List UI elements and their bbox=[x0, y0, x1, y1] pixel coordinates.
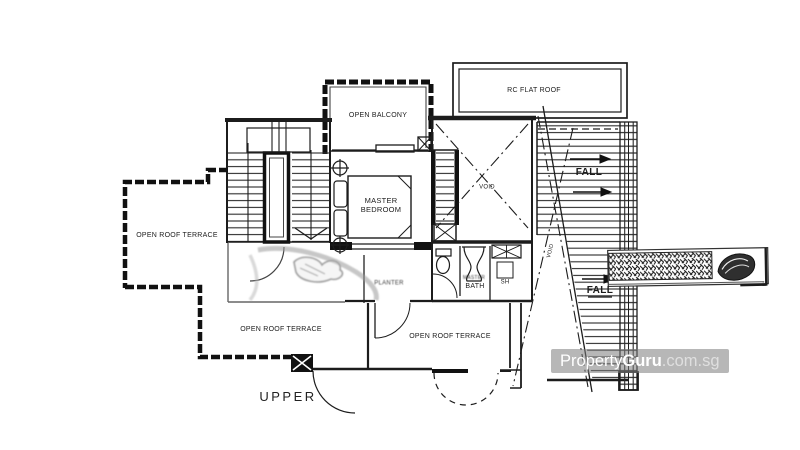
room-label-rc-flat-roof: RC FLAT ROOF bbox=[507, 86, 561, 94]
column-marker-icons bbox=[331, 159, 349, 254]
room-label-master-bedroom: MASTER BEDROOM bbox=[360, 196, 402, 214]
fall-label-lower: FALL bbox=[586, 285, 614, 296]
shower-grille-icon bbox=[491, 244, 522, 259]
fall-arrows bbox=[570, 154, 616, 298]
room-label-bath-prefix: MASTER bbox=[462, 275, 486, 281]
room-label-planter: PLANTER bbox=[374, 280, 404, 287]
terrace-door-arc bbox=[374, 302, 411, 339]
void-square bbox=[428, 115, 536, 242]
room-label-terrace-south: OPEN ROOF TERRACE bbox=[409, 332, 491, 340]
void-diagonal-lines bbox=[512, 105, 593, 393]
room-label-bath: BATH bbox=[465, 282, 485, 290]
lower-right-walls bbox=[500, 303, 522, 389]
main-staircase bbox=[225, 118, 332, 244]
terrace-parapets bbox=[122, 167, 292, 360]
southwest-door-arc bbox=[312, 370, 356, 414]
roof-planter-strip bbox=[607, 247, 769, 288]
level-label-upper: UPPER bbox=[259, 389, 317, 405]
roof-hatch-area bbox=[537, 122, 620, 382]
grille-box-icon bbox=[433, 223, 457, 242]
roof-edges bbox=[536, 121, 628, 382]
secondary-stair bbox=[431, 149, 459, 225]
stair-direction-arrow bbox=[294, 227, 328, 240]
ac-ledge-box-icon bbox=[291, 354, 313, 372]
bath-door-arc bbox=[432, 273, 458, 299]
fall-label-upper: FALL bbox=[575, 167, 603, 178]
shower-tray-icon bbox=[496, 261, 514, 279]
room-label-void-upper: VOID bbox=[479, 184, 495, 191]
room-label-shower: SH bbox=[500, 279, 510, 286]
room-label-terrace-west: OPEN ROOF TERRACE bbox=[136, 231, 218, 239]
dashed-opening-arc bbox=[433, 372, 499, 406]
planter-shrub-sketch bbox=[717, 253, 756, 281]
room-label-terrace-south-west: OPEN ROOF TERRACE bbox=[240, 325, 322, 333]
room-label-open-balcony: OPEN BALCONY bbox=[348, 111, 408, 119]
bath-block bbox=[431, 223, 533, 303]
ghost-sketch-artifact bbox=[248, 245, 379, 302]
toilet-icon bbox=[435, 248, 452, 275]
sink-icon bbox=[462, 246, 486, 282]
watermark-prefix: Property bbox=[560, 351, 623, 370]
watermark-suffix: .com.sg bbox=[661, 351, 720, 370]
watermark-brand: Guru bbox=[622, 351, 662, 370]
rc-flat-roof-outline bbox=[452, 62, 628, 119]
south-terrace-walls bbox=[312, 299, 511, 414]
